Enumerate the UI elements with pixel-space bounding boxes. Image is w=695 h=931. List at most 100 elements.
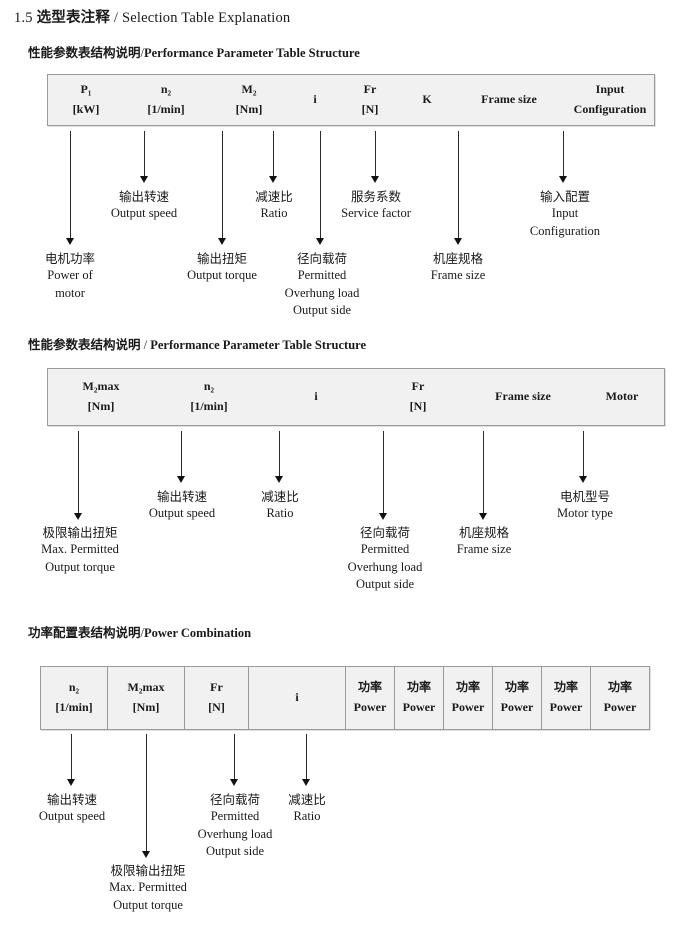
- table3-col-power-4-cn: 功率: [504, 680, 529, 695]
- table1-col-m2-symbol: M₂: [241, 82, 257, 97]
- leader-line-ratio: [273, 131, 274, 179]
- table3-col-m2max: M₂max [Nm]: [108, 667, 185, 729]
- section3-heading-separator: /: [140, 626, 144, 640]
- annotation-ratio-1: 减速比 Ratio: [255, 188, 293, 223]
- annotation-max-output-torque-cn: 极限输出扭矩: [42, 525, 118, 540]
- section-heading-cn: 性能参数表结构说明: [28, 46, 141, 60]
- table2-col-n2-unit: [1/min]: [190, 399, 228, 413]
- arrowhead-output-speed: [140, 176, 148, 183]
- annotation-overhung-load-en-2: Overhung load: [284, 285, 360, 300]
- annotation-frame-size-cn: 机座规格: [432, 251, 483, 266]
- table1-col-fr-unit: [N]: [361, 102, 379, 116]
- table1-col-i: i: [290, 75, 340, 125]
- section-heading-power-combination: 功率配置表结构说明/Power Combination: [28, 622, 251, 641]
- annotation-service-factor-cn: 服务系数: [350, 189, 402, 204]
- table1-col-fr: Fr [N]: [340, 75, 400, 125]
- annotation-overhung-load-2-en-2: Overhung load: [347, 559, 423, 574]
- annotation-ratio-3-cn: 减速比: [288, 792, 326, 807]
- annotation-input-configuration-en-1: Input: [551, 206, 579, 221]
- arrowhead-max-output-torque-3: [142, 851, 150, 858]
- table3-col-n2-unit: [1/min]: [55, 700, 93, 714]
- annotation-output-torque-en: Output torque: [187, 268, 257, 283]
- arrowhead-input-configuration: [559, 176, 567, 183]
- table2-col-fr-symbol: Fr: [411, 379, 425, 394]
- table3-col-power-5-cn: 功率: [553, 680, 578, 695]
- table3-col-power-1-cn: 功率: [357, 680, 382, 695]
- leader-line-ratio-3: [306, 734, 307, 782]
- table2-col-n2-symbol: n₂: [203, 379, 215, 394]
- arrowhead-output-speed-3: [67, 779, 75, 786]
- annotation-output-speed-cn: 输出转速: [118, 189, 169, 204]
- table1-col-n2-symbol: n₂: [160, 82, 172, 97]
- arrowhead-frame-size-2: [479, 513, 487, 520]
- leader-line-frame-size: [458, 131, 459, 241]
- annotation-ratio-en: Ratio: [260, 206, 288, 221]
- leader-line-overhung-load-3: [234, 734, 235, 782]
- section2-heading-en: Performance Parameter Table Structure: [150, 338, 367, 352]
- leader-line-overhung-load-2: [383, 431, 384, 516]
- annotation-frame-size-1: 机座规格 Frame size: [431, 250, 486, 285]
- annotation-input-configuration-cn: 输入配置: [539, 189, 591, 204]
- table1-col-frame-size-label: Frame size: [481, 92, 537, 107]
- table3-col-fr-unit: [N]: [208, 700, 225, 714]
- table2-col-n2: n₂ [1/min]: [154, 369, 264, 425]
- arrowhead-overhung-load-2: [379, 513, 387, 520]
- performance-parameter-table-2: M₂max [Nm] n₂ [1/min] i Fr [N] Frame siz…: [47, 368, 665, 426]
- table1-col-p1: P₁ [kW]: [48, 75, 124, 125]
- table1-col-input-line2: Configuration: [573, 102, 647, 116]
- table3-col-power-6-cn: 功率: [607, 680, 632, 695]
- table3-col-power-2: 功率 Power: [395, 667, 444, 729]
- table1-col-i-symbol: i: [313, 92, 317, 107]
- annotation-frame-size-2-cn: 机座规格: [458, 525, 509, 540]
- leader-line-max-output-torque-3: [146, 734, 147, 854]
- page-title: 1.5 选型表注释 / Selection Table Explanation: [14, 6, 290, 27]
- annotation-frame-size-2-en: Frame size: [456, 542, 512, 557]
- performance-parameter-table-1: P₁ [kW] n₂ [1/min] M₂ [Nm] i Fr [N] K Fr…: [47, 74, 655, 126]
- arrowhead-motor-type: [579, 476, 587, 483]
- annotation-max-output-torque-en-2: Output torque: [45, 559, 115, 574]
- arrowhead-service-factor: [371, 176, 379, 183]
- annotation-input-configuration: 输入配置 Input Configuration: [530, 188, 600, 240]
- annotation-motor-type-en: Motor type: [557, 506, 613, 521]
- table1-col-fr-symbol: Fr: [363, 82, 377, 97]
- table3-col-power-1: 功率 Power: [346, 667, 395, 729]
- table2-col-motor: Motor: [578, 369, 666, 425]
- annotation-ratio-2-en: Ratio: [266, 506, 294, 521]
- table3-col-m2max-symbol: M₂max: [127, 680, 165, 695]
- arrowhead-ratio-3: [302, 779, 310, 786]
- annotation-max-output-torque-3-en-2: Output torque: [113, 897, 183, 912]
- table3-col-power-1-en: Power: [353, 700, 387, 714]
- annotation-max-output-torque-2: 极限输出扭矩 Max. Permitted Output torque: [41, 524, 119, 576]
- annotation-output-torque-cn: 输出扭矩: [196, 251, 248, 266]
- table1-col-input-line1: Input: [595, 82, 625, 97]
- annotation-ratio-3-en: Ratio: [293, 809, 321, 824]
- annotation-ratio-3: 减速比 Ratio: [288, 791, 326, 826]
- section-heading-en: Performance Parameter Table Structure: [144, 46, 360, 60]
- annotation-overhung-load-2-cn: 径向载荷: [359, 525, 411, 540]
- leader-line-frame-size-2: [483, 431, 484, 516]
- section3-heading-en: Power Combination: [144, 626, 252, 640]
- annotation-motor-type-cn: 电机型号: [559, 489, 610, 504]
- annotation-input-configuration-en-2: Configuration: [529, 223, 601, 238]
- leader-line-ratio-2: [279, 431, 280, 479]
- arrowhead-max-output-torque-2: [74, 513, 82, 520]
- leader-line-overhung-load: [320, 131, 321, 241]
- table1-col-n2-unit: [1/min]: [147, 102, 185, 116]
- annotation-output-speed-3-en: Output speed: [38, 809, 106, 824]
- section-heading-performance-2: 性能参数表结构说明 / Performance Parameter Table …: [28, 334, 366, 353]
- leader-line-power-of-motor: [70, 131, 71, 241]
- annotation-overhung-load-2-en-1: Permitted: [360, 542, 410, 557]
- annotation-power-of-motor-cn: 电机功率: [44, 251, 96, 266]
- section-heading-performance-1: 性能参数表结构说明/Performance Parameter Table St…: [28, 42, 360, 61]
- leader-line-input-configuration: [563, 131, 564, 179]
- arrowhead-overhung-load-3: [230, 779, 238, 786]
- table2-col-fr: Fr [N]: [368, 369, 468, 425]
- arrowhead-overhung-load: [316, 238, 324, 245]
- table2-col-m2max-unit: [Nm]: [87, 399, 115, 413]
- annotation-output-speed-en: Output speed: [110, 206, 178, 221]
- leader-line-output-speed-3: [71, 734, 72, 782]
- annotation-max-output-torque-en-1: Max. Permitted: [41, 542, 119, 557]
- annotation-overhung-load-3-en-3: Output side: [206, 843, 264, 858]
- page-title-en: Selection Table Explanation: [121, 10, 291, 26]
- leader-line-output-torque: [222, 131, 223, 241]
